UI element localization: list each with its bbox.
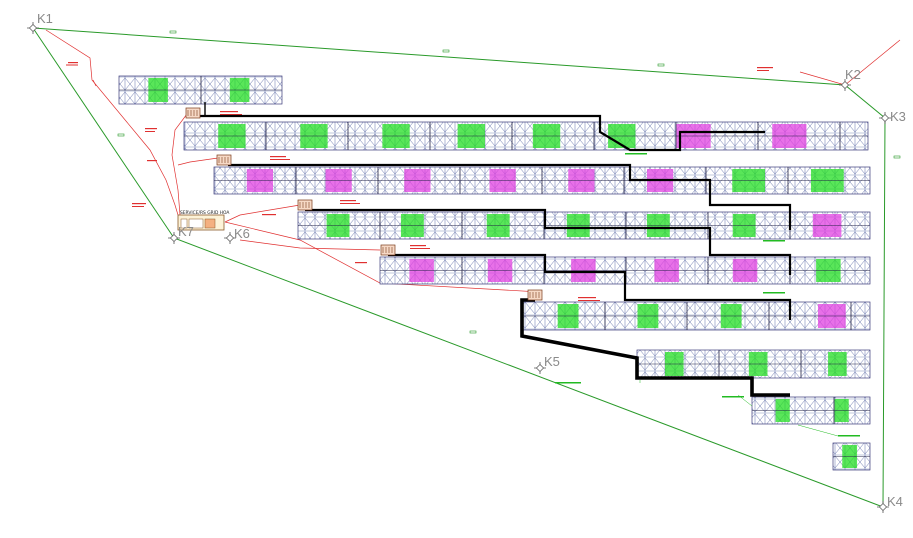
- string-labels: [555, 153, 860, 437]
- marker-k1: K1: [27, 11, 53, 34]
- marker-point: [880, 113, 890, 123]
- marker-k3: K3: [879, 109, 906, 124]
- marker-label: K4: [887, 494, 903, 509]
- inverter-5: [527, 289, 543, 301]
- marker-k4: K4: [877, 494, 903, 513]
- pv-row: [183, 121, 869, 151]
- marker-k2: K2: [839, 67, 861, 91]
- marker-point: [535, 363, 545, 373]
- marker-k6: K6: [224, 226, 250, 244]
- pv-row: [213, 166, 871, 195]
- marker-k5: K5: [534, 354, 560, 374]
- marker-point: [225, 233, 235, 243]
- inverter-1: [185, 107, 201, 119]
- marker-point: [840, 80, 850, 90]
- marker-point: [878, 502, 888, 512]
- marker-point: [28, 23, 38, 33]
- pv-row: [636, 349, 871, 379]
- pv-row: [297, 211, 871, 240]
- marker-label: K6: [234, 226, 250, 241]
- cable-routes: [45, 29, 901, 293]
- red-annotations: [66, 62, 773, 301]
- marker-k7: K7: [168, 224, 194, 244]
- service-building: SERVICE/RS GRID HOA: [177, 210, 229, 231]
- inverter-stations: [185, 107, 543, 301]
- marker-label: K2: [845, 67, 861, 82]
- boundary-tags: [117, 30, 901, 334]
- pv-panel-groups: [118, 75, 871, 471]
- pv-row: [118, 75, 283, 105]
- marker-label: K3: [890, 109, 906, 124]
- site-boundary: [32, 27, 886, 508]
- main-route: [197, 102, 792, 397]
- inverter-2: [216, 154, 232, 166]
- inverter-4: [380, 244, 396, 256]
- building-label: SERVICE/RS GRID HOA: [180, 210, 229, 216]
- marker-point: [169, 233, 179, 243]
- marker-label: K5: [544, 354, 560, 369]
- pv-row: [832, 442, 871, 471]
- marker-label: K1: [37, 11, 53, 26]
- inverter-3: [297, 199, 313, 211]
- marker-label: K7: [178, 224, 194, 239]
- pv-row: [751, 396, 871, 425]
- pv-row: [522, 301, 871, 331]
- string-leaders: [639, 380, 839, 437]
